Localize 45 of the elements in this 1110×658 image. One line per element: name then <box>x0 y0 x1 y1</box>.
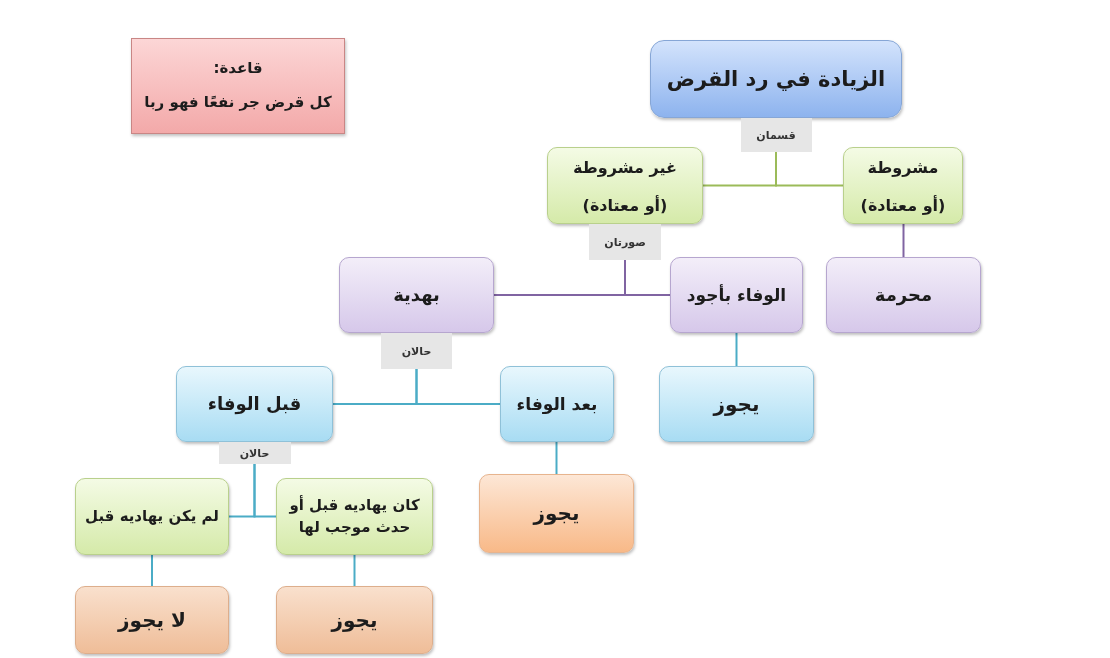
connector-line <box>415 368 501 405</box>
topic-box <box>650 40 902 118</box>
box-label: محرمة <box>874 282 933 308</box>
box-label: بهدية <box>393 282 440 308</box>
box-label: يجوز <box>331 606 378 634</box>
ruling-box <box>479 474 634 553</box>
case-box <box>500 366 614 442</box>
box-label: لم يكن يهاديه قبل <box>85 505 219 527</box>
edge-label: قسمان <box>740 118 812 152</box>
box-label: بعد الوفاء <box>516 392 598 416</box>
case-box <box>659 366 814 442</box>
connector-line <box>353 554 356 587</box>
box-label: (أو معتادة) <box>860 194 946 217</box>
case-box <box>826 257 981 333</box>
connector-line <box>775 151 844 187</box>
category-box <box>276 478 433 555</box>
ruling-box <box>75 586 229 654</box>
category-box <box>843 147 963 224</box>
connector-line <box>253 463 277 518</box>
connector-line <box>555 441 558 475</box>
category-box <box>75 478 229 555</box>
edge-label: حالان <box>218 442 291 464</box>
box-label: الزيادة في رد القرض <box>666 65 886 93</box>
box-label: يجوز <box>713 390 760 418</box>
case-box <box>670 257 803 333</box>
box-heading: مشروطة <box>867 157 939 179</box>
category-box <box>547 147 703 224</box>
box-label: الوفاء بأجود <box>686 283 787 307</box>
connector-line <box>151 554 153 587</box>
case-box <box>339 257 494 333</box>
box-heading: غير مشروطة <box>573 157 677 179</box>
connector-line <box>735 332 738 367</box>
connector-line <box>902 223 905 258</box>
ruling-box <box>276 586 433 654</box>
box-label: قبل الوفاء <box>207 391 302 417</box>
edge-label: صورتان <box>589 224 661 260</box>
connector-line <box>624 259 671 296</box>
box-label: كان يهاديه قبل أو حدث موجب لها <box>288 494 421 538</box>
edge-label: حالان <box>381 333 452 369</box>
case-box <box>176 366 333 442</box>
box-label: كل قرض جر نفعًا فهو ربا <box>144 92 332 113</box>
box-heading: قاعدة: <box>213 58 263 80</box>
box-label: لا يجوز <box>118 606 186 634</box>
box-label: يجوز <box>533 500 580 527</box>
box-label: (أو معتادة) <box>582 194 668 217</box>
